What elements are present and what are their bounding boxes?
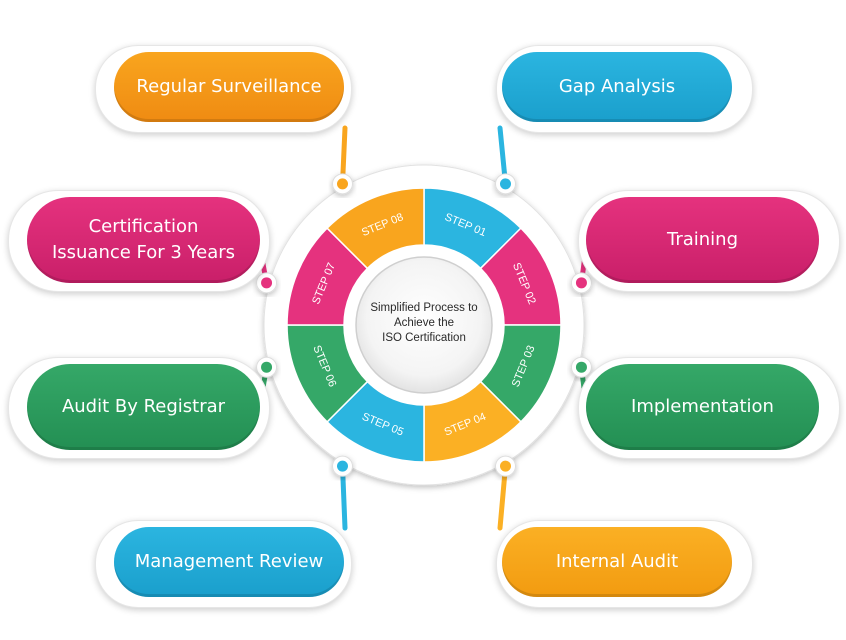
ring-segment-step-8 [326, 187, 425, 270]
connector-dot-6 [256, 356, 278, 378]
step-callout-4: Internal Audit [502, 527, 732, 597]
step-callout-5: Management Review [114, 527, 344, 597]
center-title-line-1: Simplified Process to [370, 302, 477, 314]
step-callout-2: Training [586, 197, 819, 283]
connector-dot-2 [570, 272, 592, 294]
step-callout-text-6-line-1: Audit By Registrar [61, 396, 226, 417]
center-circle [355, 256, 493, 394]
connector-dot-5 [332, 455, 353, 477]
connector-dot-4 [495, 455, 516, 477]
connector-dot-1 [495, 173, 516, 195]
step-callout-text-5-line-1: Management Review [134, 551, 324, 572]
step-callout-text-7-line-2: Issuance For 3 Years [51, 242, 236, 263]
connector-dot-7 [256, 272, 278, 294]
step-callout-6: Audit By Registrar [27, 364, 260, 450]
step-callout-text-2-line-1: Training [666, 229, 739, 250]
step-callout-1: Gap Analysis [502, 52, 732, 122]
center-title-line-3: ISO Certification [382, 332, 466, 344]
step-callout-text-7-line-1: Certification [88, 216, 199, 237]
step-callout-8: Regular Surveillance [114, 52, 344, 122]
step-callout-text-3-line-1: Implementation [631, 396, 774, 417]
center-title-line-2: Achieve the [394, 317, 454, 329]
step-callout-text-1-line-1: Gap Analysis [558, 76, 676, 97]
step-callout-text-8-line-1: Regular Surveillance [136, 76, 322, 97]
step-callout-text-4-line-1: Internal Audit [555, 551, 679, 572]
step-callout-3: Implementation [586, 364, 819, 450]
connector-dot-8 [332, 173, 353, 195]
connector-dot-3 [570, 356, 592, 378]
